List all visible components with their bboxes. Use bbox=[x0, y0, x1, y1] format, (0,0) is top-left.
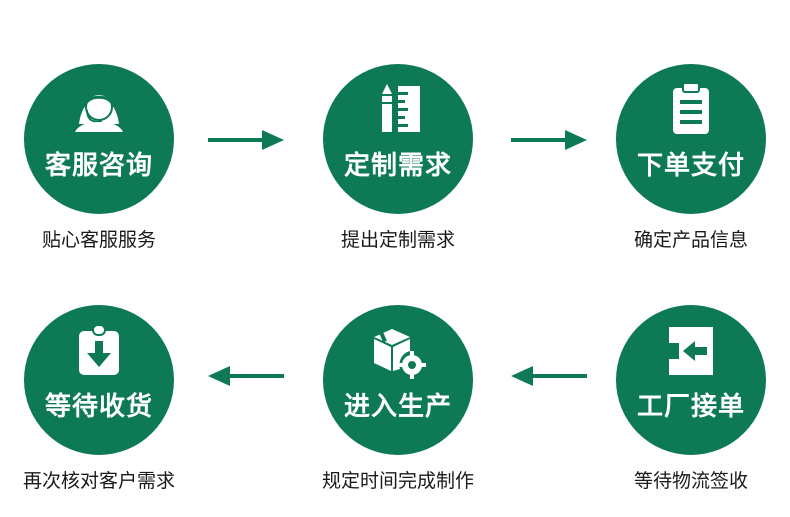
step-factory-order: 工厂接单 等待物流签收 bbox=[606, 305, 776, 493]
step-circle: 进入生产 bbox=[323, 305, 473, 455]
step-caption: 规定时间完成制作 bbox=[321, 470, 474, 492]
box-gear-icon bbox=[368, 321, 428, 381]
step-title: 客服咨询 bbox=[44, 151, 153, 181]
step-circle: 定制需求 bbox=[323, 64, 473, 214]
step-caption: 提出定制需求 bbox=[340, 229, 455, 251]
step-await-delivery: 等待收货 再次核对客户需求 bbox=[14, 305, 184, 493]
customer-service-icon bbox=[69, 80, 129, 140]
right-arrow-icon bbox=[208, 130, 284, 150]
left-arrow-icon bbox=[511, 366, 587, 386]
right-arrow-icon bbox=[511, 130, 587, 150]
step-title: 定制需求 bbox=[343, 151, 452, 181]
step-custom-requirements: 定制需求 提出定制需求 bbox=[313, 64, 483, 252]
step-production: 进入生产 规定时间完成制作 bbox=[313, 305, 483, 493]
step-caption: 确定产品信息 bbox=[633, 229, 748, 251]
step-circle: 下单支付 bbox=[616, 64, 766, 214]
step-order-payment: 下单支付 确定产品信息 bbox=[606, 64, 776, 252]
step-circle: 客服咨询 bbox=[24, 64, 174, 214]
step-caption: 再次核对客户需求 bbox=[22, 470, 175, 492]
step-circle: 工厂接单 bbox=[616, 305, 766, 455]
left-arrow-icon bbox=[208, 366, 284, 386]
step-title: 下单支付 bbox=[636, 151, 745, 181]
step-caption: 等待物流签收 bbox=[633, 470, 748, 492]
step-circle: 等待收货 bbox=[24, 305, 174, 455]
download-tag-icon bbox=[69, 321, 129, 381]
step-customer-service: 客服咨询 贴心客服服务 bbox=[14, 64, 184, 252]
door-arrow-icon bbox=[661, 321, 721, 381]
step-caption: 贴心客服服务 bbox=[41, 229, 156, 251]
step-title: 工厂接单 bbox=[636, 392, 745, 422]
pencil-ruler-icon bbox=[368, 80, 428, 140]
step-title: 等待收货 bbox=[44, 392, 153, 422]
clipboard-icon bbox=[661, 80, 721, 140]
step-title: 进入生产 bbox=[343, 392, 452, 422]
